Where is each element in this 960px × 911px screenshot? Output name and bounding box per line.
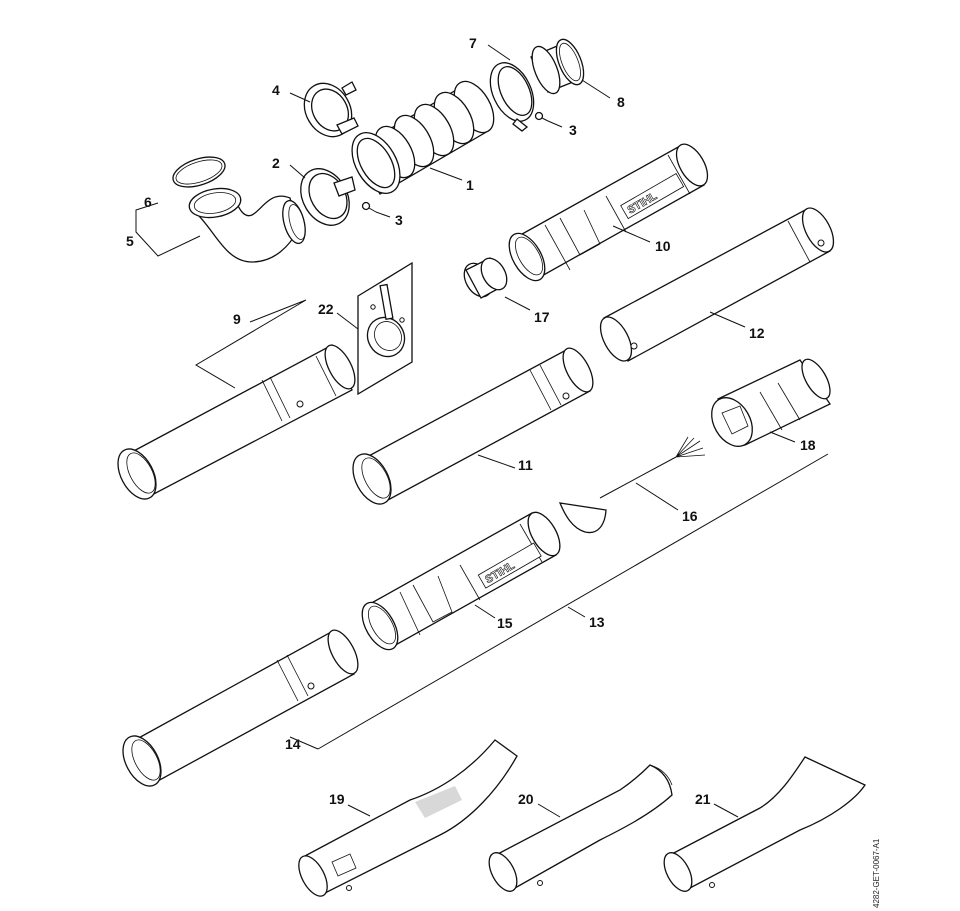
part-17-ring [463, 257, 508, 299]
part-12-tube [599, 207, 835, 362]
label-part-17: 17 [534, 309, 550, 325]
part-3-screw-b [361, 201, 377, 213]
part-15-grip-sleeve: STIHL [361, 511, 561, 651]
label-part-22: 22 [318, 301, 334, 317]
part-22-detail-box [357, 261, 413, 396]
part-18-nozzle-insert [711, 358, 831, 447]
part-19-nozzle [298, 739, 518, 897]
label-part-3b: 3 [395, 212, 403, 228]
label-part-7: 7 [469, 35, 477, 51]
label-part-18: 18 [800, 437, 816, 453]
drawing-code: 4282-GET-0067-A1 [872, 838, 881, 908]
label-part-15: 15 [497, 615, 513, 631]
leader-lines [135, 44, 829, 818]
label-part-8: 8 [617, 94, 625, 110]
part-6-o-ring [172, 156, 226, 188]
label-part-5: 5 [126, 233, 134, 249]
label-part-21: 21 [695, 791, 711, 807]
label-part-16: 16 [682, 508, 698, 524]
part-7-clamp [489, 62, 535, 132]
part-2-clamp [300, 168, 356, 226]
label-part-10: 10 [655, 238, 671, 254]
label-part-4: 4 [272, 82, 280, 98]
label-part-12: 12 [749, 325, 765, 341]
part-14-tube [122, 629, 359, 787]
part-11-tube [352, 347, 594, 505]
label-part-3a: 3 [569, 122, 577, 138]
part-21-flat-nozzle [663, 756, 866, 892]
part-8-sleeve [530, 38, 585, 95]
label-part-19: 19 [329, 791, 345, 807]
part-10-tube-with-grip: STIHL [508, 143, 709, 282]
label-part-1: 1 [466, 177, 474, 193]
part-16-scraper [558, 436, 706, 534]
label-part-9: 9 [233, 311, 241, 327]
part-4-clamp [303, 81, 359, 138]
label-part-11: 11 [518, 457, 533, 473]
label-part-6: 6 [144, 194, 152, 210]
part-5-elbow [188, 187, 306, 263]
part-1-corrugated-hose [351, 80, 495, 195]
label-part-14: 14 [285, 736, 301, 752]
part-20-nozzle [488, 764, 673, 892]
label-part-13: 13 [589, 614, 605, 630]
label-part-20: 20 [518, 791, 534, 807]
label-part-2: 2 [272, 155, 280, 171]
part-3-screw-a [534, 111, 549, 122]
part-9-tube [117, 344, 356, 500]
part-labels: 1 2 3 3 4 5 6 7 8 9 10 11 12 13 14 15 16… [126, 35, 816, 807]
